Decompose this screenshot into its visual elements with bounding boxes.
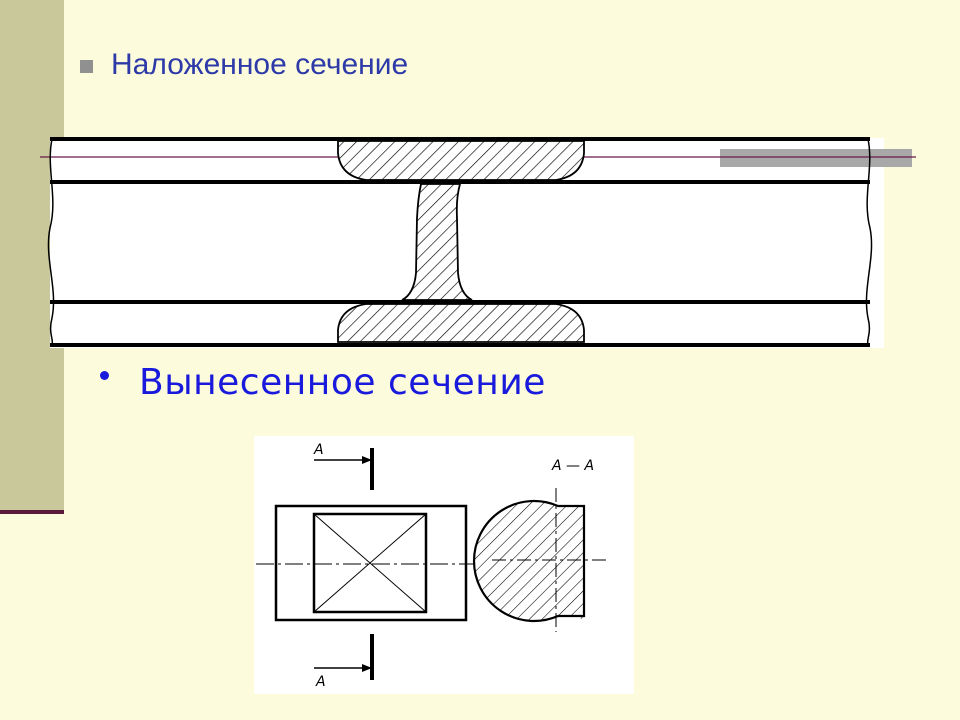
bottom-arrow-label: А bbox=[315, 674, 326, 690]
bottom-arrow-head bbox=[362, 664, 372, 672]
subtitle-row: Вынесенное сечение bbox=[100, 362, 546, 403]
inner-square bbox=[312, 512, 428, 614]
right-break-line bbox=[865, 138, 873, 346]
top-arrow-label: А bbox=[313, 442, 324, 458]
left-break-line bbox=[47, 138, 55, 346]
outer-rectangle bbox=[274, 504, 468, 622]
slide-subtitle: Вынесенное сечение bbox=[139, 362, 546, 403]
title-row: Наложенное сечение bbox=[80, 48, 408, 82]
square-bullet-icon bbox=[80, 59, 93, 73]
slide-title: Наложенное сечение bbox=[111, 48, 409, 81]
bullet-dot-icon bbox=[100, 371, 109, 380]
diagonal-2 bbox=[313, 513, 427, 613]
highlight-bar bbox=[720, 149, 912, 167]
bottom-flange-section bbox=[337, 303, 585, 343]
top-arrow-head bbox=[362, 456, 372, 464]
left-decor-line bbox=[0, 510, 64, 514]
web-section bbox=[401, 183, 473, 301]
overlaid-section-drawing bbox=[40, 137, 916, 348]
removed-section-drawing: А А А — А bbox=[254, 436, 634, 694]
round-section bbox=[473, 499, 586, 623]
top-flange-section bbox=[337, 140, 585, 181]
section-label: А — А bbox=[551, 458, 594, 474]
